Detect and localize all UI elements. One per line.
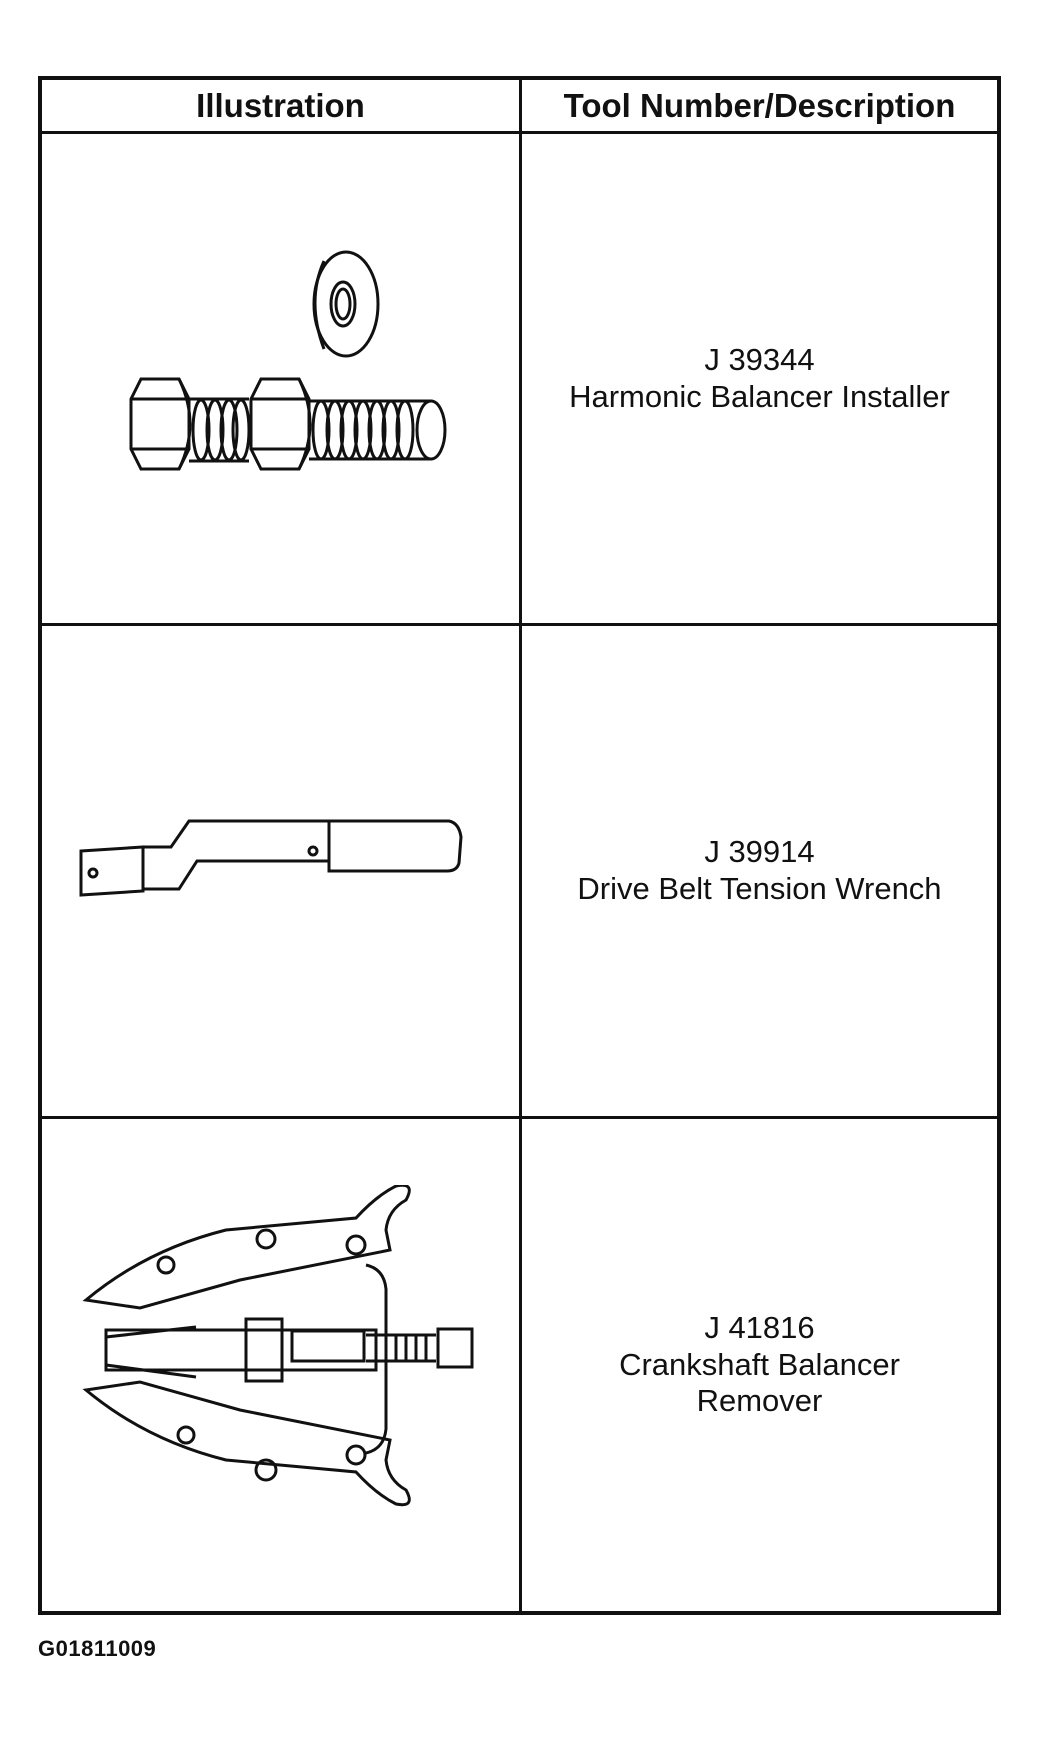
tool-description-line: Crankshaft Balancer	[619, 1346, 900, 1382]
table-row-1-description-cell: J 39344 Harmonic Balancer Installer	[522, 134, 997, 627]
table-row-3-description-cell: J 41816 Crankshaft Balancer Remover	[522, 1119, 997, 1611]
table-row-2-description-cell: J 39914 Drive Belt Tension Wrench	[522, 626, 997, 1119]
tool-number: J 39914	[704, 834, 815, 870]
figure-code: G01811009	[38, 1636, 157, 1661]
tool-table: Illustration Tool Number/Description	[38, 76, 1001, 1615]
header-illustration: Illustration	[42, 80, 522, 134]
harmonic-balancer-installer-illustration	[129, 250, 446, 471]
table-row-3-illustration-cell	[42, 1118, 522, 1611]
tool-description-line: Remover	[696, 1383, 823, 1419]
tool-description-line: Harmonic Balancer Installer	[569, 378, 950, 414]
table-row-2-illustration-cell	[42, 626, 522, 1119]
tool-description-line: Drive Belt Tension Wrench	[577, 870, 942, 906]
tool-number: J 39344	[704, 342, 815, 378]
crankshaft-balancer-remover-illustration	[81, 1184, 473, 1506]
tool-number: J 41816	[704, 1309, 815, 1345]
table-row-1-illustration-cell	[42, 134, 522, 627]
header-tool-number-description: Tool Number/Description	[522, 80, 997, 134]
drive-belt-tension-wrench-illustration	[79, 819, 463, 897]
